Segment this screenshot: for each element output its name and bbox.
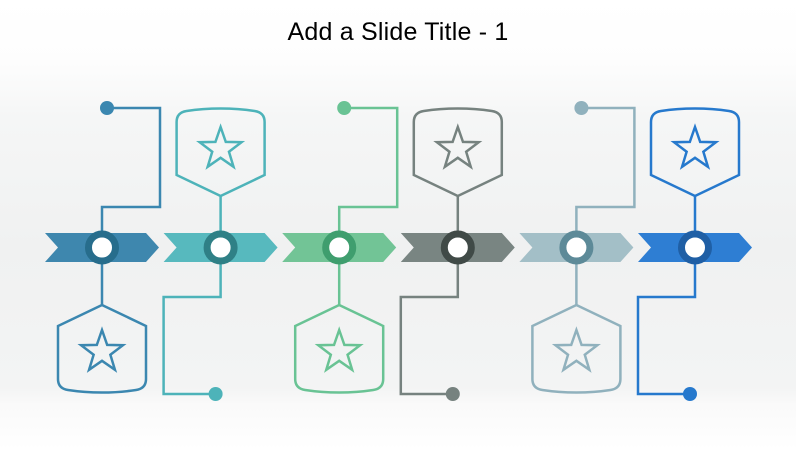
connector-dot: [445, 387, 460, 401]
star-icon: [314, 326, 364, 373]
star-icon: [77, 326, 127, 373]
badge-shape: [531, 303, 622, 394]
node-circle: [203, 230, 238, 265]
node-circle: [322, 230, 357, 265]
badge-shape: [175, 107, 266, 198]
star-icon: [670, 123, 720, 170]
connector-dot: [683, 387, 697, 401]
slide-title: Add a Slide Title - 1: [287, 18, 509, 46]
connector-line: [100, 106, 162, 248]
timeline-step: [282, 101, 399, 394]
connector-line: [162, 247, 222, 396]
timeline-step: [399, 107, 515, 401]
star-icon: [433, 123, 483, 170]
connector-dot: [100, 101, 114, 115]
node-circle: [559, 230, 594, 265]
connector-line: [399, 247, 460, 396]
node-circle: [85, 230, 119, 265]
badge-shape: [293, 303, 385, 394]
connector-dot: [208, 387, 223, 401]
star-icon: [551, 326, 601, 373]
star-icon: [196, 123, 246, 170]
timeline-step: [636, 107, 752, 401]
connector-line: [337, 106, 399, 248]
timeline-step: [162, 107, 278, 401]
badge-shape: [56, 303, 148, 394]
badge-shape: [412, 107, 504, 198]
connector-line: [636, 247, 697, 396]
connector-dot: [337, 101, 352, 115]
timeline-step: [45, 101, 162, 394]
node-circle: [440, 230, 475, 265]
badge-shape: [649, 107, 741, 198]
connector-line: [575, 106, 636, 248]
timeline-step: [519, 101, 636, 394]
node-circle: [678, 230, 712, 265]
connector-dot: [574, 101, 589, 115]
